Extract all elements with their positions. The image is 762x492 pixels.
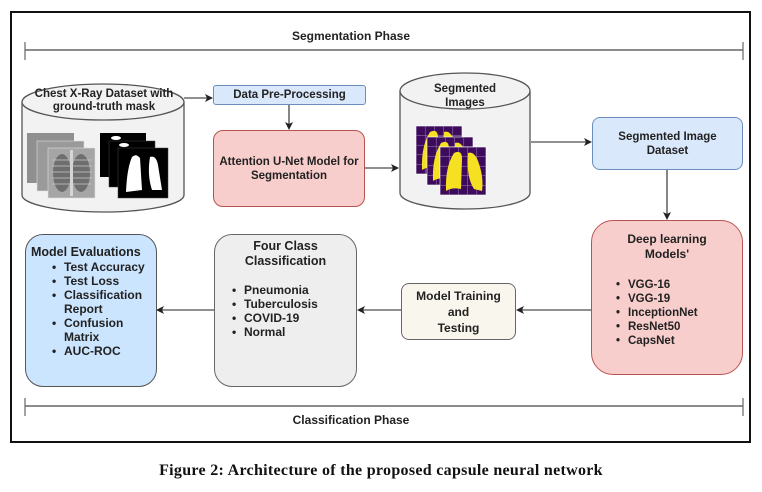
classification-phase-label: Classification Phase xyxy=(292,413,410,427)
model-training-label-line3: Testing xyxy=(437,320,480,335)
list-item: VGG-16 xyxy=(612,278,742,292)
model-evaluations-title: Model Evaluations xyxy=(31,245,141,259)
list-item: Confusion Matrix xyxy=(48,316,152,344)
chest-xray-dataset-label-line2: ground-truth mask xyxy=(52,101,156,113)
segmented-image-dataset-node: Segmented Image Dataset xyxy=(592,117,743,170)
chest-xray-dataset-label-line1: Chest X-Ray Dataset with xyxy=(34,88,174,100)
xray-image-stack xyxy=(27,133,96,199)
list-item: Tuberculosis xyxy=(228,297,356,311)
list-item: Pneumonia xyxy=(228,283,356,297)
classification-phase-bracket xyxy=(24,398,744,416)
deep-learning-models-title-line2: Models' xyxy=(644,247,690,261)
lung-left xyxy=(445,151,462,191)
segmented-images-label: Segmented Images xyxy=(405,82,525,110)
model-evaluations-node: Model Evaluations Test Accuracy Test Los… xyxy=(25,234,157,387)
segmentation-phase-label: Segmentation Phase xyxy=(291,29,411,43)
figure-caption: Figure 2: Architecture of the proposed c… xyxy=(159,462,603,479)
segmented-mask-stack xyxy=(415,125,487,196)
four-class-title-line1: Four Class xyxy=(253,239,318,253)
deep-learning-models-node: Deep learning Models' VGG-16 VGG-19 Ince… xyxy=(591,220,743,375)
deep-learning-models-title: Deep learning Models' xyxy=(592,232,742,262)
list-item: VGG-19 xyxy=(612,292,742,306)
lung-right xyxy=(467,152,483,191)
segmentation-phase-bracket xyxy=(24,42,744,60)
four-class-classification-node: Four Class Classification Pneumonia Tube… xyxy=(214,234,357,387)
segmented-image-dataset-label-line1: Segmented Image xyxy=(618,130,717,143)
four-class-title: Four Class Classification xyxy=(215,239,356,269)
list-item: CapsNet xyxy=(612,334,742,348)
model-training-node: Model Training and Testing xyxy=(401,283,516,340)
mask-image-stack xyxy=(100,133,169,199)
model-evaluations-list: Test Accuracy Test Loss Classification R… xyxy=(48,260,152,358)
model-training-label-line2: and xyxy=(447,304,470,319)
segmented-images-label-line2: Images xyxy=(445,97,485,109)
attention-unet-label-line1: Attention U-Net Model for xyxy=(219,155,359,168)
list-item: Normal xyxy=(228,325,356,339)
list-item: Classification Report xyxy=(48,288,152,316)
attention-unet-node: Attention U-Net Model for Segmentation xyxy=(213,130,365,207)
segmented-images-label-line1: Segmented xyxy=(434,83,496,95)
data-preprocessing-label: Data Pre-Processing xyxy=(233,89,346,101)
list-item: Test Accuracy xyxy=(48,260,152,274)
data-preprocessing-node: Data Pre-Processing xyxy=(213,85,366,105)
deep-learning-models-title-line1: Deep learning xyxy=(627,232,707,246)
four-class-title-line2: Classification xyxy=(244,254,327,268)
list-item: AUC-ROC xyxy=(48,344,152,358)
list-item: InceptionNet xyxy=(612,306,742,320)
list-item: ResNet50 xyxy=(612,320,742,334)
four-class-list: Pneumonia Tuberculosis COVID-19 Normal xyxy=(228,283,356,339)
segmented-image-dataset-label-line2: Dataset xyxy=(646,144,689,157)
deep-learning-models-list: VGG-16 VGG-19 InceptionNet ResNet50 Caps… xyxy=(612,278,742,348)
list-item: Test Loss xyxy=(48,274,152,288)
model-training-label-line1: Model Training xyxy=(416,288,501,303)
attention-unet-label-line2: Segmentation xyxy=(250,169,328,182)
chest-xray-dataset-label: Chest X-Ray Dataset with ground-truth ma… xyxy=(26,88,182,114)
list-item: COVID-19 xyxy=(228,311,356,325)
